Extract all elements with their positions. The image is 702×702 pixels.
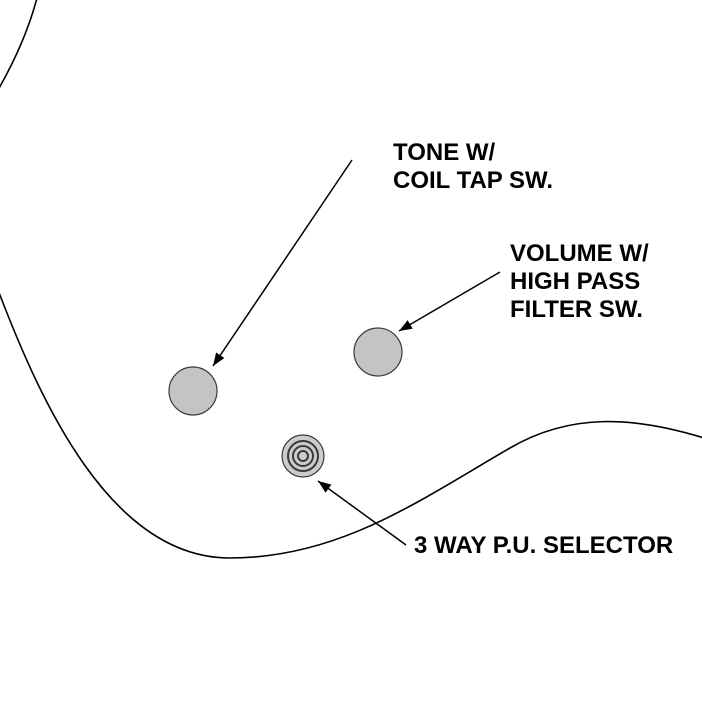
pickup-selector-switch xyxy=(281,434,325,478)
selector-label-line1: 3 WAY P.U. SELECTOR xyxy=(414,532,674,559)
tone-knob xyxy=(168,366,218,416)
selector-arrow xyxy=(317,480,407,546)
tone-label-line2: COIL TAP SW. xyxy=(393,167,554,194)
tone-label: TONE W/ COIL TAP SW. xyxy=(393,139,553,195)
selector-inner-ring xyxy=(292,445,314,467)
volume-label-line3: FILTER SW. xyxy=(510,296,643,323)
selector-mid-ring xyxy=(287,440,319,472)
volume-arrow xyxy=(398,271,501,332)
volume-label-line1: VOLUME W/ xyxy=(510,240,649,267)
volume-label: VOLUME W/ HIGH PASS FILTER SW. xyxy=(510,240,649,324)
guitar-body-edge-curve xyxy=(0,292,702,559)
selector-label: 3 WAY P.U. SELECTOR xyxy=(414,532,673,560)
selector-tip xyxy=(297,450,309,462)
tone-arrow xyxy=(212,159,353,367)
volume-label-line2: HIGH PASS xyxy=(510,268,641,295)
guitar-horn-edge-line xyxy=(0,0,38,89)
volume-knob xyxy=(353,327,403,377)
tone-label-line1: TONE W/ xyxy=(393,139,496,166)
